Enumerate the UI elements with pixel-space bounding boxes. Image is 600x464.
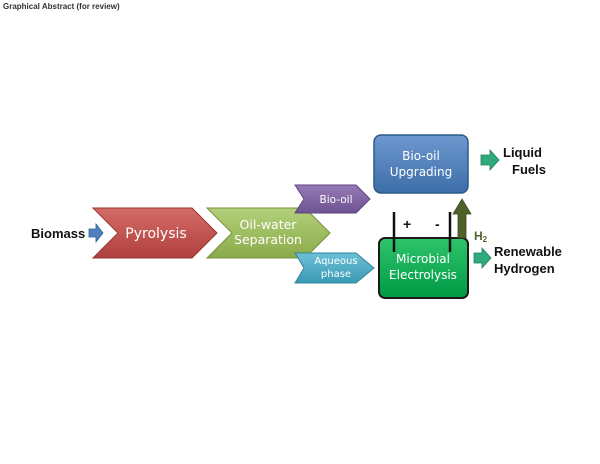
renewable-hydrogen-line2: Hydrogen [494,261,555,276]
bio-oil-label: Bio-oil [320,194,353,206]
electrolysis-box: Microbial Electrolysis [378,237,469,299]
aqueous-label-line1: Aqueous [314,256,357,267]
electrolysis-label-line2: Electrolysis [389,268,457,282]
bio-oil-stream: Bio-oil [294,184,371,214]
liquid-fuels-line1: Liquid [503,145,542,160]
electrolysis-label-line1: Microbial [396,252,450,266]
plus-sign: + [403,216,411,232]
hydrogen-arrow-icon [473,246,492,270]
pyrolysis-step: Pyrolysis [91,207,218,259]
minus-sign: - [435,216,440,232]
aqueous-phase-stream: Aqueous phase [294,252,375,284]
biomass-arrow-icon [88,222,104,244]
upgrading-box: Bio-oil Upgrading [373,134,469,194]
h2-label: H2 [474,229,488,244]
pyrolysis-label: Pyrolysis [125,226,186,242]
separation-step: Oil-water Separation [205,207,331,259]
upgrading-label-line2: Upgrading [390,165,452,179]
biomass-label: Biomass [31,226,85,241]
renewable-hydrogen-line1: Renewable [494,244,562,259]
separation-label-line1: Oil-water [240,217,298,232]
liquid-fuels-arrow-icon [480,148,500,172]
upgrading-label-line1: Bio-oil [402,149,440,163]
aqueous-label-line2: phase [321,269,351,280]
liquid-fuels-line2: Fuels [512,162,546,177]
h2-up-arrow-icon [452,198,472,239]
separation-label-line2: Separation [234,232,302,247]
header-title: Graphical Abstract (for review) [3,2,120,11]
